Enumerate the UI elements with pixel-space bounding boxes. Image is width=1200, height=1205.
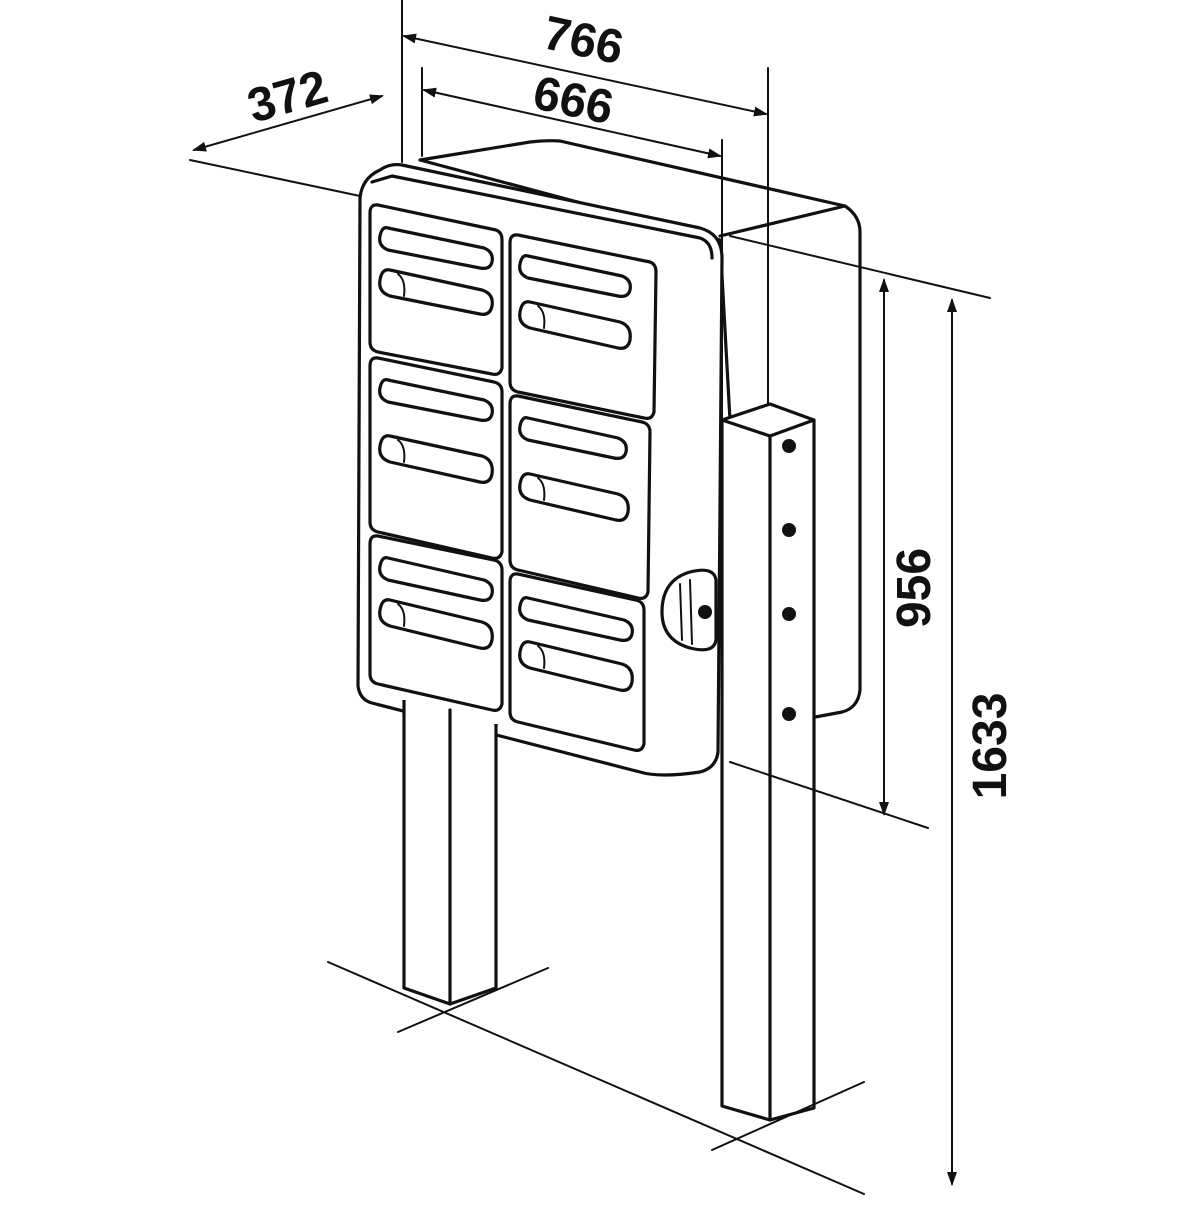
mounting-hole [782, 523, 796, 537]
label-box-height: 956 [888, 548, 941, 628]
label-width-inner: 666 [529, 67, 618, 135]
mounting-hole [782, 707, 796, 721]
dimension-lines [192, 33, 957, 1186]
compartment-door[interactable] [368, 534, 504, 712]
side-lock-handle[interactable] [660, 568, 718, 652]
label-total-height: 1633 [964, 693, 1017, 800]
compartment-door[interactable] [508, 394, 652, 600]
mail-slots [378, 226, 634, 692]
label-depth: 372 [242, 61, 334, 134]
compartment-door[interactable] [508, 233, 658, 420]
compartment-door[interactable] [368, 356, 504, 560]
mounting-hole [782, 439, 796, 453]
mounting-hole [782, 607, 796, 621]
label-width-outer: 766 [539, 7, 628, 75]
dim-line-width-inner [422, 87, 722, 159]
compartment-door[interactable] [368, 203, 504, 376]
compartment-grid [368, 203, 658, 752]
posts [402, 402, 816, 1122]
compartment-door[interactable] [508, 572, 646, 752]
dim-line-depth [192, 94, 384, 152]
